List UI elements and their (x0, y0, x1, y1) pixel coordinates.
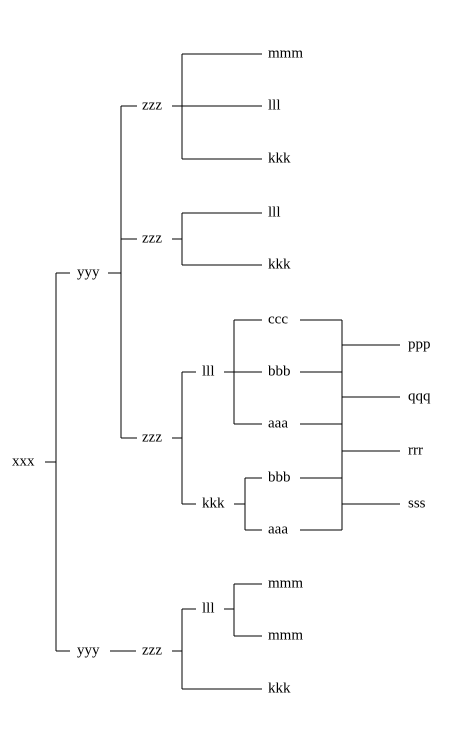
tree-edges (45, 53, 400, 690)
leaf-node: kkk (268, 150, 291, 166)
node-lll-inner: lll (202, 363, 215, 379)
leaf-node: lll (268, 204, 281, 220)
right-node-ppp: ppp (408, 336, 431, 352)
leaf-node: kkk (268, 680, 291, 696)
leaf-node: bbb (268, 469, 291, 485)
leaf-node: lll (268, 97, 281, 113)
right-node-qqq: qqq (408, 388, 431, 404)
leaf-node: mmm (268, 45, 303, 61)
node-lll-lower: lll (202, 600, 215, 616)
node-yyy-2: yyy (77, 642, 100, 658)
leaf-node: kkk (268, 256, 291, 272)
leaf-node: mmm (268, 627, 303, 643)
right-node-rrr: rrr (408, 442, 423, 458)
node-xxx: xxx (12, 453, 35, 469)
leaf-node: aaa (268, 415, 288, 431)
node-yyy-1: yyy (77, 264, 100, 280)
node-zzz-4: zzz (142, 642, 162, 658)
leaf-node: bbb (268, 363, 291, 379)
tree-labels: xxx yyy yyy zzz zzz zzz mmm lll kkk lll kkk lll kkk c… (12, 45, 431, 696)
node-zzz-2: zzz (142, 230, 162, 246)
leaf-node: aaa (268, 521, 288, 537)
leaf-node: ccc (268, 311, 288, 327)
node-kkk-inner: kkk (202, 495, 225, 511)
node-zzz-1: zzz (142, 97, 162, 113)
leaf-node: mmm (268, 575, 303, 591)
right-node-sss: sss (408, 495, 426, 511)
node-zzz-3: zzz (142, 429, 162, 445)
